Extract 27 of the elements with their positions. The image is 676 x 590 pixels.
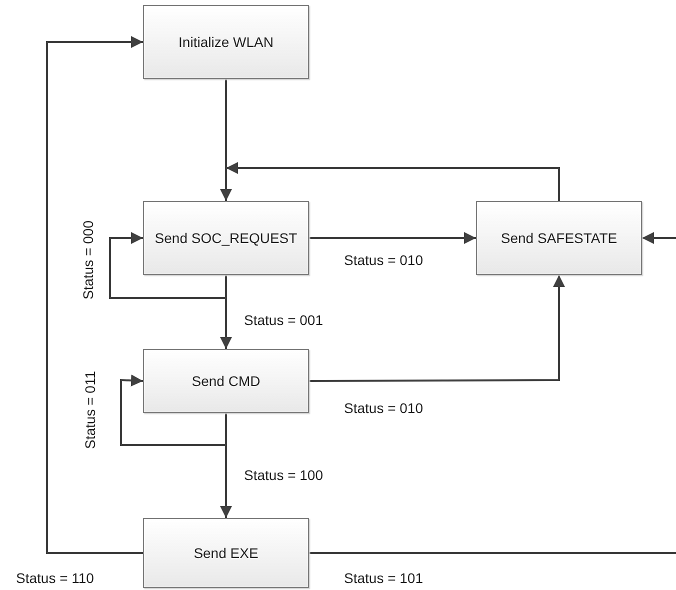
state-name: Send EXE (194, 545, 258, 561)
arrow (309, 232, 676, 554)
process-box (143, 201, 309, 275)
edge-label: Status = 101 (343, 570, 424, 586)
edge-label: Status = 110 (15, 570, 95, 586)
arrow (46, 36, 143, 554)
state-name: Send CMD (192, 373, 260, 389)
process-box (143, 518, 309, 588)
process-box (143, 349, 309, 413)
arrow (120, 374, 227, 446)
edge-label: Status = 001 (243, 312, 324, 328)
edge-label: Status = 100 (243, 467, 324, 483)
arrow (309, 275, 565, 382)
edge-label: Status = 010 (343, 252, 424, 268)
edge-label: Status = 011 (82, 370, 98, 450)
state-name: Initialize WLAN (178, 34, 274, 50)
edge-label: Status = 000 (80, 220, 96, 300)
arrow (226, 162, 560, 201)
process-box (476, 201, 642, 275)
arrow (220, 413, 232, 518)
process-box (143, 5, 309, 79)
arrow (309, 232, 476, 244)
state-name: Send SAFESTATE (500, 230, 618, 246)
state-name: Send SOC_REQUEST (154, 230, 298, 246)
arrow (109, 232, 227, 299)
arrow (220, 79, 232, 201)
edge-label: Status = 010 (343, 400, 424, 416)
